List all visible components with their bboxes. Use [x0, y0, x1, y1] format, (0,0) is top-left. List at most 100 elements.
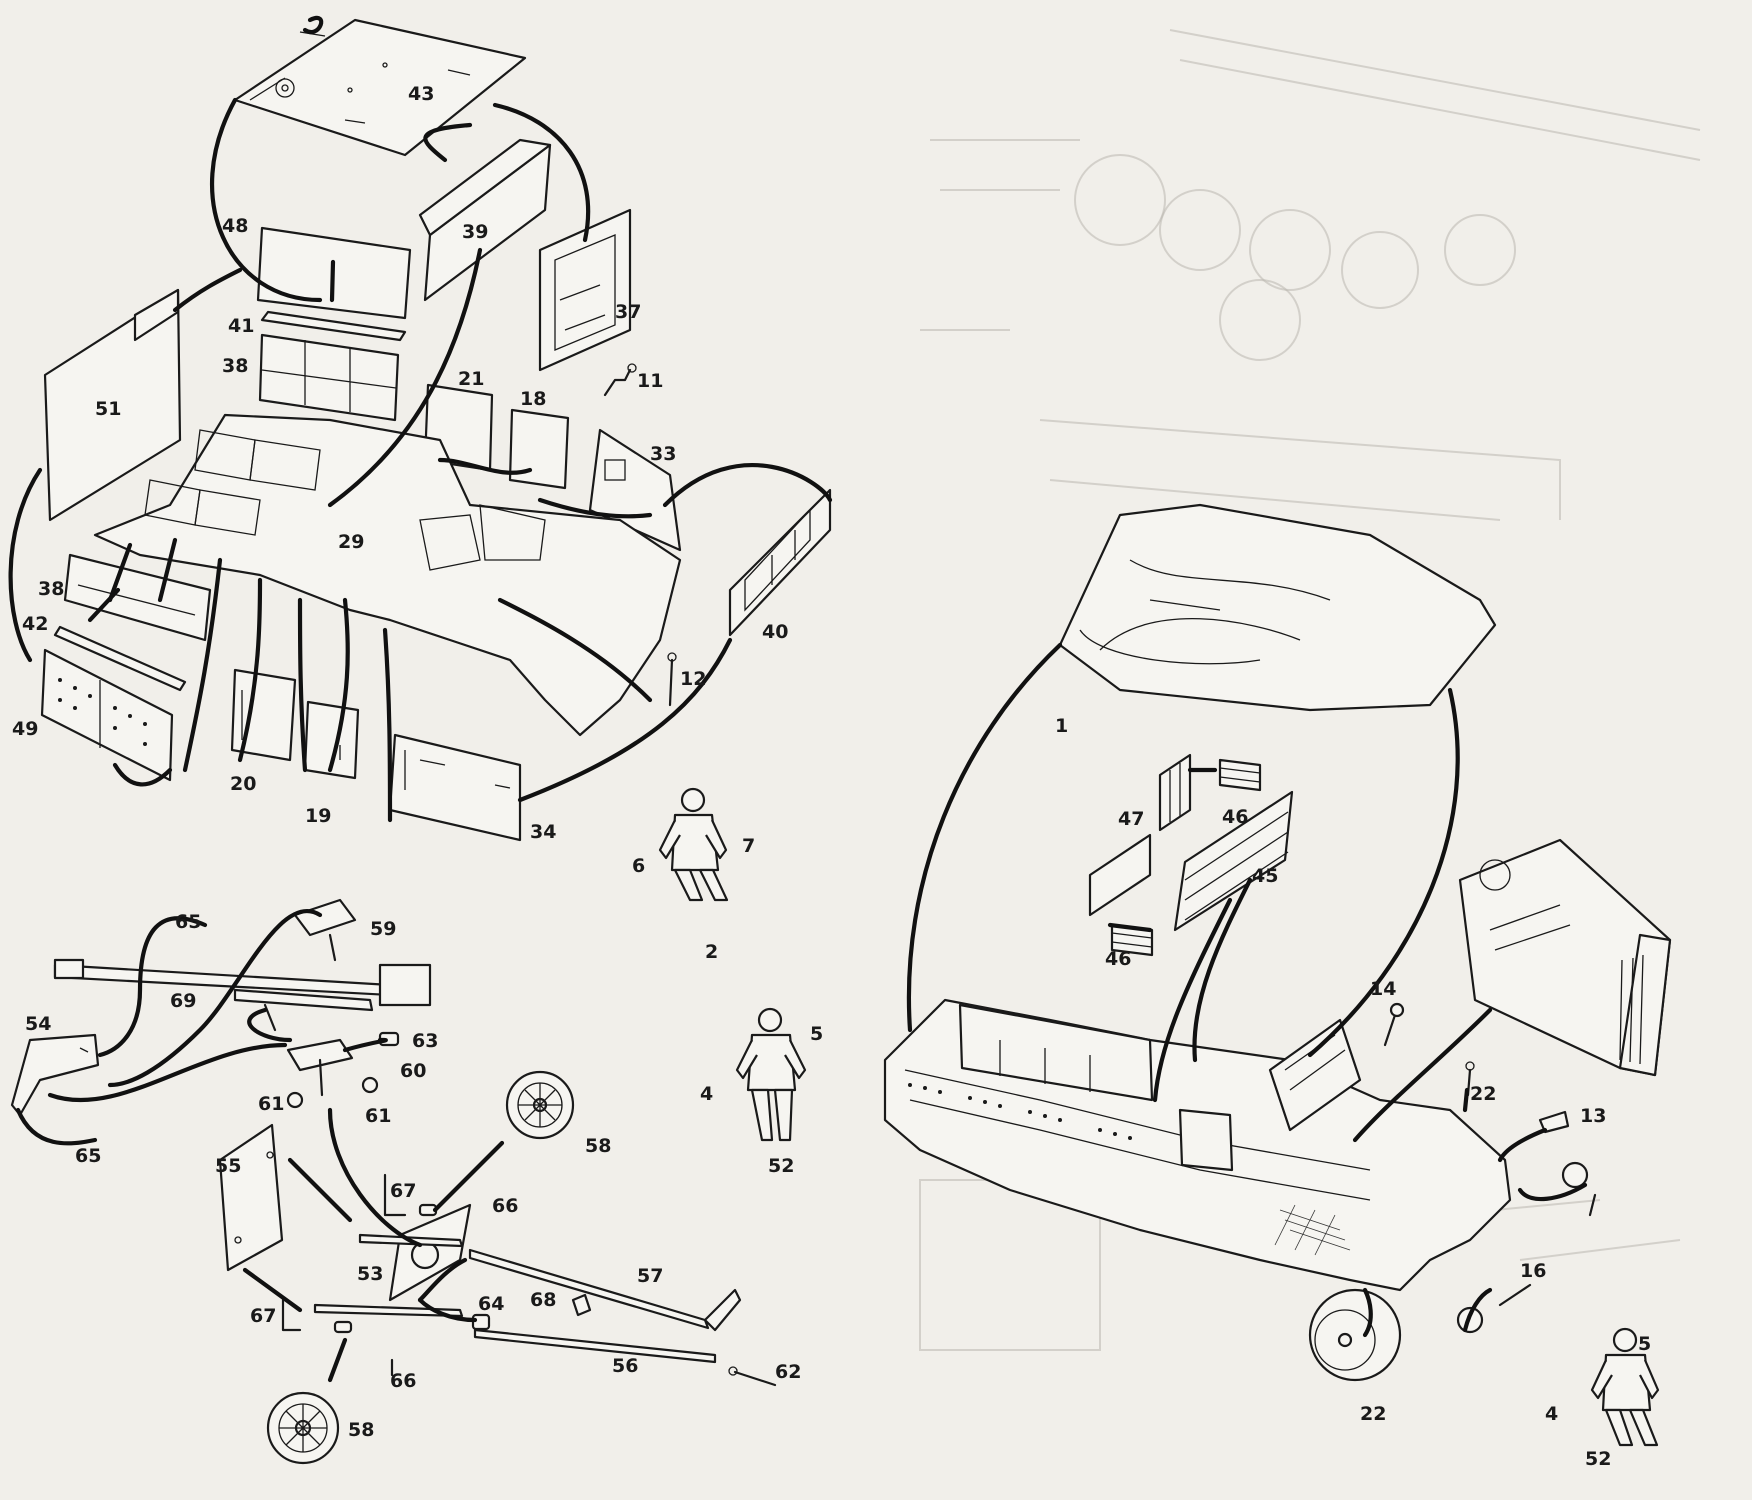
part-1-canvas-top [1058, 503, 1497, 712]
part-41-strip [260, 310, 407, 342]
part-42-strip [53, 625, 187, 692]
callout-59: 59 [370, 918, 396, 940]
vehicle-floor-mesh [1274, 1204, 1351, 1256]
callout-40: 40 [762, 621, 788, 643]
callout-68: 68 [530, 1289, 556, 1311]
part-38-seat-cushion [258, 333, 400, 422]
callout-4-standing: 4 [700, 1083, 713, 1105]
gun-carriage-exploded-diagram [10, 898, 777, 1465]
callout-22-bottom: 22 [1360, 1403, 1386, 1425]
callout-5-standing: 5 [810, 1023, 823, 1045]
callout-43: 43 [408, 83, 434, 105]
part-49-rear-panel [40, 648, 174, 782]
figure-seated-soldier-right [1590, 1327, 1660, 1447]
gun-assembly-arrows [15, 909, 505, 1383]
part-54-gun-shield [10, 1033, 100, 1117]
callout-51: 51 [95, 398, 121, 420]
callout-39: 39 [462, 221, 488, 243]
vehicle-body [883, 998, 1512, 1292]
figure-standing-soldier [735, 1007, 807, 1142]
callout-52-seated: 52 [1585, 1448, 1611, 1470]
vehicle-front-wheel [1308, 1288, 1402, 1382]
callout-66-top: 66 [492, 1195, 518, 1217]
callout-60: 60 [400, 1060, 426, 1082]
callout-12: 12 [680, 668, 706, 690]
hull-assembly-arrows [8, 15, 833, 823]
callout-29: 29 [338, 531, 364, 553]
callout-52-standing: 52 [768, 1155, 794, 1177]
part-34-door [388, 733, 522, 842]
part-46-bars-bottom [1088, 833, 1154, 957]
part-18-panel [508, 408, 570, 490]
callout-57: 57 [637, 1265, 663, 1287]
callout-47: 47 [1118, 808, 1144, 830]
parts-66-67-pins [281, 1173, 438, 1377]
part-39-side-panel [418, 138, 552, 302]
callout-41: 41 [228, 315, 254, 337]
callout-58-top: 58 [585, 1135, 611, 1157]
callout-69: 69 [170, 990, 196, 1012]
part-40-windshield-frame [728, 488, 832, 637]
part-37-door [538, 208, 632, 372]
callout-38-top: 38 [222, 355, 248, 377]
part-hood-engine [1458, 838, 1672, 1077]
callout-53: 53 [357, 1263, 383, 1285]
part-56-trail-leg [473, 1288, 742, 1364]
part-13-light [1538, 1110, 1570, 1134]
callout-34: 34 [530, 821, 556, 843]
vehicle-assembly-arrows [906, 642, 1588, 1338]
callout-14: 14 [1370, 978, 1396, 1000]
callout-63: 63 [412, 1030, 438, 1052]
callout-48: 48 [222, 215, 248, 237]
part-57-trail-leg [468, 1248, 710, 1330]
callout-20: 20 [230, 773, 256, 795]
callout-21: 21 [458, 368, 484, 390]
callout-49: 49 [12, 718, 38, 740]
callout-18: 18 [520, 388, 546, 410]
part-60-cradle [286, 1038, 354, 1097]
callout-19: 19 [305, 805, 331, 827]
part-47-rail [1158, 753, 1192, 832]
callout-54: 54 [25, 1013, 51, 1035]
callout-61-left: 61 [258, 1093, 284, 1115]
callout-1: 1 [1055, 715, 1068, 737]
part-11-lever [603, 363, 637, 397]
part-number-callouts: 43 39 48 41 38 37 51 21 18 11 33 29 38 4… [12, 83, 1651, 1470]
callout-42: 42 [22, 613, 48, 635]
callout-56: 56 [612, 1355, 638, 1377]
part-19-door [303, 700, 360, 780]
callout-7: 7 [742, 835, 755, 857]
callout-33: 33 [650, 443, 676, 465]
callout-67-bottom: 67 [250, 1305, 276, 1327]
part-55-plate [218, 1123, 284, 1272]
callout-11: 11 [637, 370, 663, 392]
callout-5-seated: 5 [1638, 1333, 1651, 1355]
callout-37: 37 [615, 301, 641, 323]
part-43-roof-plate [233, 18, 527, 157]
figure-seated-soldier-top [658, 787, 729, 902]
part-53-chassis [313, 1203, 472, 1318]
vehicle-assembly-diagram [883, 503, 1672, 1447]
callout-67-top: 67 [390, 1180, 416, 1202]
callout-62: 62 [775, 1361, 801, 1383]
callout-65-bottom: 65 [75, 1145, 101, 1167]
part-68-spade [571, 1293, 592, 1317]
part-61-wheels-small [286, 1076, 379, 1109]
callout-16: 16 [1520, 1260, 1546, 1282]
part-46-bars-top [1218, 758, 1262, 792]
callout-55: 55 [215, 1155, 241, 1177]
callout-13: 13 [1580, 1105, 1606, 1127]
part-20-door [230, 668, 297, 762]
callout-66-bottom: 66 [390, 1370, 416, 1392]
callout-4-seated: 4 [1545, 1403, 1558, 1425]
callout-64: 64 [478, 1293, 504, 1315]
part-12-rod [667, 652, 677, 707]
callout-65-top: 65 [175, 911, 201, 933]
callout-38-left: 38 [38, 578, 64, 600]
callout-46-top: 46 [1222, 806, 1248, 828]
hull-exploded-diagram [8, 15, 833, 842]
callout-6: 6 [632, 855, 645, 877]
part-59-bracket [293, 898, 357, 962]
callout-45: 45 [1252, 865, 1278, 887]
